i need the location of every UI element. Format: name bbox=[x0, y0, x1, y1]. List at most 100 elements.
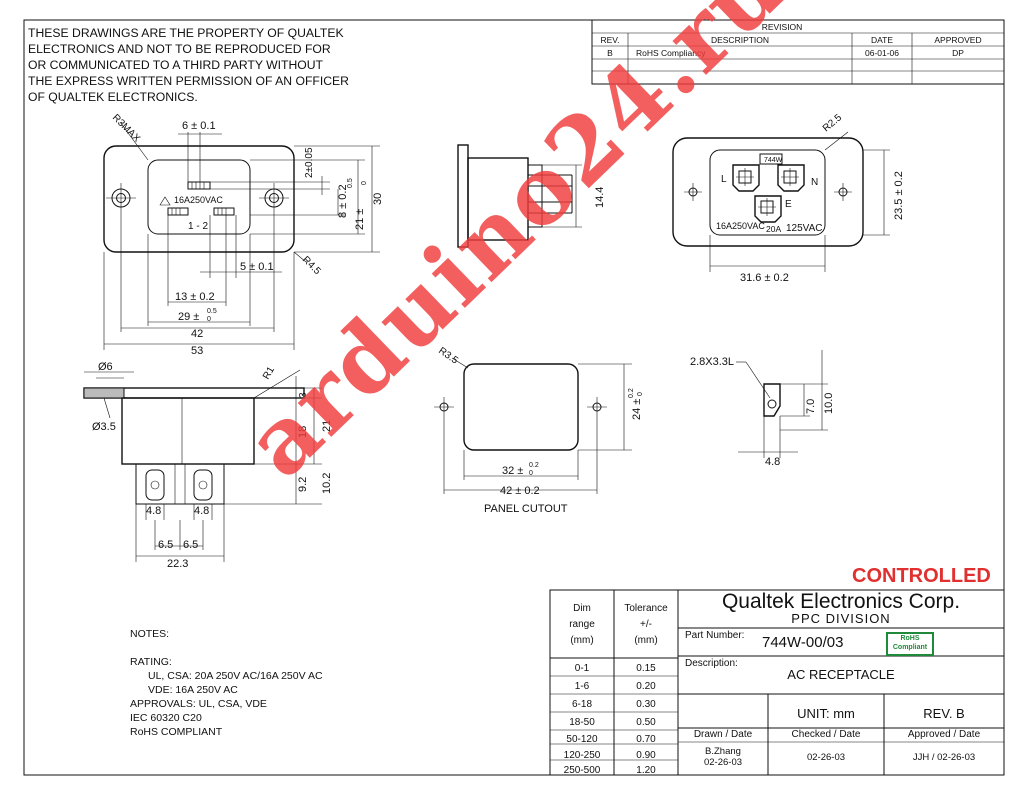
drawn-label: Drawn / Date bbox=[693, 729, 753, 740]
rev-header: REV. bbox=[600, 35, 619, 45]
dim-4-8a: 4.8 bbox=[146, 505, 161, 517]
revision-title: REVISION bbox=[762, 22, 803, 32]
panel-cutout-caption: PANEL CUTOUT bbox=[484, 503, 568, 515]
iso-view: 744W L N E 20A 16A250VAC 125VAC R2.5 23.… bbox=[672, 112, 905, 284]
approved-value: DP bbox=[952, 48, 964, 58]
dim-10: 10.0 bbox=[823, 393, 835, 414]
dim-range-header: Dim range (mm) bbox=[569, 603, 595, 646]
dim-21-tol-up: 0.5 bbox=[347, 178, 354, 188]
dim-23-5: 23.5 ± 0.2 bbox=[893, 171, 905, 220]
dim-32-tol-lo: 0 bbox=[529, 470, 533, 477]
panel-cutout-view: R3.5 24 ± 0.2 0 32 ± 0.2 0 42 ± 0.2 PANE… bbox=[434, 345, 644, 515]
description-value: RoHS Compliancy bbox=[636, 48, 706, 58]
description-value: AC RECEPTACLE bbox=[787, 667, 895, 682]
dim-phi6: Ø6 bbox=[98, 361, 113, 373]
dim-10-2: 10.2 bbox=[321, 473, 333, 494]
dim-r45: R4.5 bbox=[300, 254, 323, 277]
dim-24: 24 ± bbox=[631, 399, 643, 420]
description-header: DESCRIPTION bbox=[711, 35, 769, 45]
rohs-badge: RoHS Compliant bbox=[886, 632, 934, 656]
notice-line: THESE DRAWINGS ARE THE PROPERTY OF QUALT… bbox=[28, 26, 344, 40]
notes-line: APPROVALS: UL, CSA, VDE bbox=[130, 698, 267, 710]
property-notice: THESE DRAWINGS ARE THE PROPERTY OF QUALT… bbox=[28, 25, 349, 105]
drawn-by: B.Zhang bbox=[705, 746, 741, 757]
dim-24-tol-lo: 0 bbox=[637, 392, 644, 396]
notes-heading: NOTES: bbox=[130, 628, 170, 640]
tolerance-header: Tolerance +/- (mm) bbox=[624, 603, 668, 646]
notes-line: VDE: 16A 250V AC bbox=[148, 684, 238, 696]
dim-21: 21 ± bbox=[354, 209, 366, 230]
dim-8: 8 ± 0.2 bbox=[337, 184, 349, 218]
dim-53: 53 bbox=[191, 345, 203, 357]
title-block bbox=[549, 589, 1005, 776]
notes-line: IEC 60320 C20 bbox=[130, 712, 202, 724]
notes-line: UL, CSA: 20A 250V AC/16A 250V AC bbox=[148, 670, 323, 682]
notice-line: OR COMMUNICATED TO A THIRD PARTY WITHOUT bbox=[28, 58, 324, 72]
rev-label: REV. B bbox=[923, 706, 965, 721]
dim-42: 42 bbox=[191, 328, 203, 340]
dim-5: 5 ± 0.1 bbox=[240, 261, 274, 273]
iso-e: E bbox=[785, 199, 792, 210]
iso-l: L bbox=[721, 174, 727, 185]
notice-line: THE EXPRESS WRITTEN PERMISSION OF AN OFF… bbox=[28, 74, 349, 88]
notes-line: RoHS COMPLIANT bbox=[130, 726, 223, 738]
dim-30: 30 bbox=[372, 193, 384, 205]
front-pins-label: 1 - 2 bbox=[188, 221, 208, 232]
dim-6-5a: 6.5 bbox=[158, 539, 173, 551]
dim-14-4: 14.4 bbox=[594, 187, 606, 208]
date-header: DATE bbox=[871, 35, 893, 45]
dim-3: 3 bbox=[298, 392, 309, 398]
dim-22-3: 22.3 bbox=[167, 558, 188, 570]
rev-value: B bbox=[607, 48, 613, 58]
unit-label: UNIT: mm bbox=[797, 706, 855, 721]
notice-line: OF QUALTEK ELECTRONICS. bbox=[28, 90, 198, 104]
iso-125v: 125VAC bbox=[786, 223, 823, 234]
front-rating-mark: 16A250VAC bbox=[174, 195, 223, 205]
controlled-stamp: CONTROLLED bbox=[852, 565, 991, 587]
dim-7: 7.0 bbox=[805, 399, 817, 414]
approved-value: JJH / 02-26-03 bbox=[912, 752, 976, 763]
front-view: 16A250VAC 1 - 2 6 ± 0.1 R3MAX 2±0.05 8 ±… bbox=[103, 112, 384, 357]
dim-24-tol-up: 0.2 bbox=[628, 388, 635, 398]
dim-phi3-5: Ø3.5 bbox=[92, 421, 116, 433]
dim-9-2: 9.2 bbox=[297, 477, 309, 492]
dim-29: 29 ± bbox=[178, 311, 199, 323]
dim-2-8x3-3: 2.8X3.3L bbox=[690, 356, 734, 368]
dim-32-tol-up: 0.2 bbox=[529, 462, 539, 469]
dim-4-8-term: 4.8 bbox=[765, 456, 780, 468]
dim-r3max: R3MAX bbox=[110, 112, 142, 144]
terminal-detail: 2.8X3.3L 7.0 10.0 4.8 bbox=[690, 350, 835, 468]
dim-21-tol-lo: 0 bbox=[361, 181, 368, 185]
dim-6-5b: 6.5 bbox=[183, 539, 198, 551]
sheet-border bbox=[23, 19, 1005, 776]
division-name: PPC DIVISION bbox=[791, 611, 891, 626]
approved-label: Approved / Date bbox=[907, 729, 981, 740]
dim-6: 6 ± 0.1 bbox=[182, 120, 216, 132]
notes-section: NOTES: RATING: UL, CSA: 20A 250V AC/16A … bbox=[130, 627, 323, 739]
dim-r2-5: R2.5 bbox=[821, 112, 845, 134]
bottom-view: Ø6 Ø3.5 R1 3 18 21 9.2 10.2 4.8 4.8 6.5 … bbox=[83, 361, 333, 570]
dim-29-tol-up: 0.5 bbox=[207, 308, 217, 315]
checked-value: 02-26-03 bbox=[806, 752, 846, 763]
side-view: 14.4 bbox=[457, 144, 606, 248]
approved-header: APPROVED bbox=[934, 35, 981, 45]
dim-2: 2±0.05 bbox=[304, 147, 315, 178]
dim-31-6: 31.6 ± 0.2 bbox=[740, 272, 789, 284]
drawn-date: 02-26-03 bbox=[703, 757, 743, 768]
revision-table: REVISION REV. DESCRIPTION DATE APPROVED … bbox=[591, 19, 1005, 85]
checked-label: Checked / Date bbox=[791, 729, 861, 740]
dim-32: 32 ± bbox=[502, 465, 523, 477]
iso-model: 744W bbox=[764, 157, 783, 164]
iso-20a: 20A bbox=[766, 224, 781, 234]
description-label: Description: bbox=[685, 658, 738, 669]
dim-42-cutout: 42 ± 0.2 bbox=[500, 485, 540, 497]
part-number: 744W-00/03 bbox=[762, 634, 844, 651]
